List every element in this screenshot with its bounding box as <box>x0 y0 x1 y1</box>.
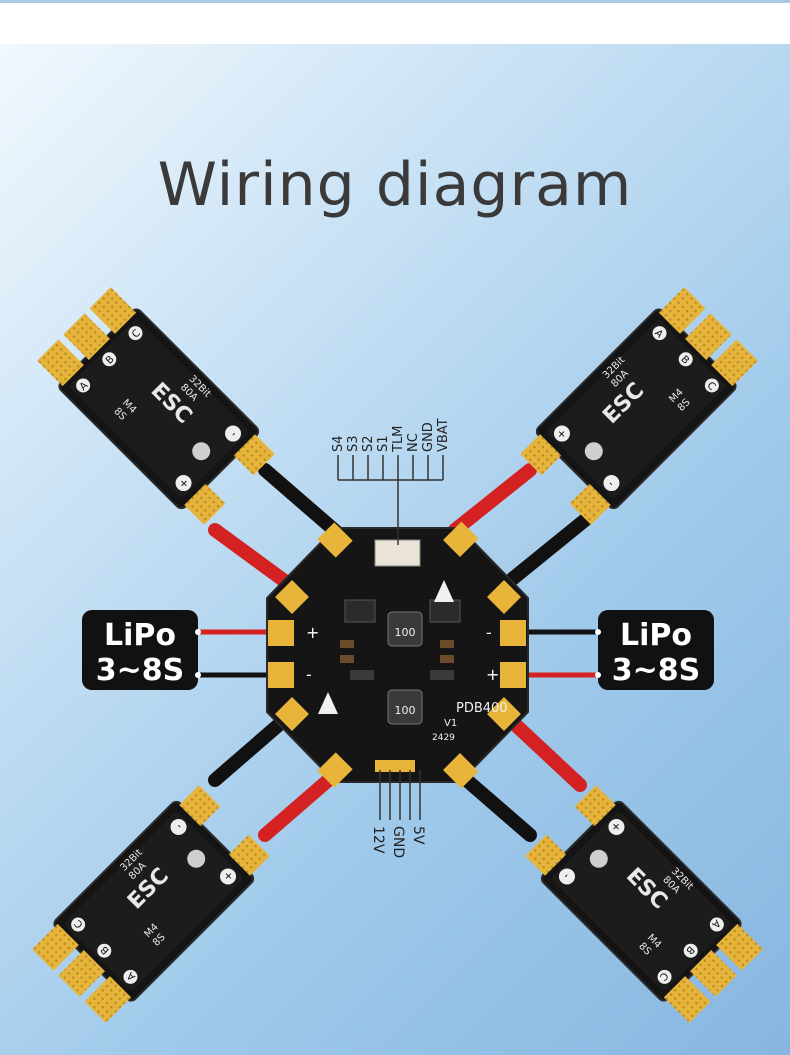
top-strip <box>0 0 790 44</box>
inductor-label-top: 100 <box>395 626 416 639</box>
board-minus-left: - <box>306 665 312 684</box>
signal-label-s3: S3 <box>346 435 361 452</box>
signal-label-s4: S4 <box>331 435 346 452</box>
lipo-right-line1: LiPo <box>620 618 692 653</box>
power-header-lines <box>379 770 421 820</box>
lipo-label-left: LiPo 3~8S <box>82 610 201 690</box>
wire-tr-red <box>448 463 537 537</box>
wire-br-red <box>498 708 587 792</box>
lipo-right-line2: 3~8S <box>612 653 701 688</box>
signal-label-nc: NC <box>406 433 421 452</box>
power-label-12v: 12V <box>370 826 386 854</box>
board-version: V1 <box>444 718 457 729</box>
pdb-board <box>266 521 529 789</box>
power-label-gnd: GND <box>390 826 406 858</box>
esc-bottom-left: A B C + - ESC M4 8S 80A 32Bit <box>28 780 275 1027</box>
esc-top-right: A B C + - ESC M4 8S 80A 32Bit <box>515 283 762 530</box>
wire-tr-black <box>498 513 592 592</box>
signal-label-s1: S1 <box>376 435 391 452</box>
lipo-left-line2: 3~8S <box>96 653 185 688</box>
signal-label-gnd: GND <box>421 422 436 452</box>
esc-top-left: A B C + - ESC M4 8S 80A 32Bit <box>33 283 280 530</box>
board-date-code: 2429 <box>432 733 455 743</box>
wire-tl-black <box>258 463 347 542</box>
board-plus-left: + <box>306 623 319 642</box>
board-name: PDB400 <box>456 701 508 716</box>
signal-header-lines <box>337 455 444 545</box>
signal-label-tlm: TLM <box>391 426 406 453</box>
lipo-label-right: LiPo 3~8S <box>595 610 714 690</box>
page-title: Wiring diagram <box>157 150 633 220</box>
inductor-label-bottom: 100 <box>395 704 416 717</box>
wire-bl-black <box>208 708 297 787</box>
power-label-5v: 5V <box>410 826 426 845</box>
signal-label-vbat: VBAT <box>436 418 451 452</box>
lipo-left-line1: LiPo <box>104 618 176 653</box>
board-minus-right: - <box>486 623 492 642</box>
esc-bottom-right: A B C + - ESC M4 8S 80A 32Bit <box>520 780 767 1027</box>
signal-label-s2: S2 <box>361 435 376 452</box>
wire-tl-red <box>208 523 297 592</box>
board-plus-right: + <box>486 665 499 684</box>
